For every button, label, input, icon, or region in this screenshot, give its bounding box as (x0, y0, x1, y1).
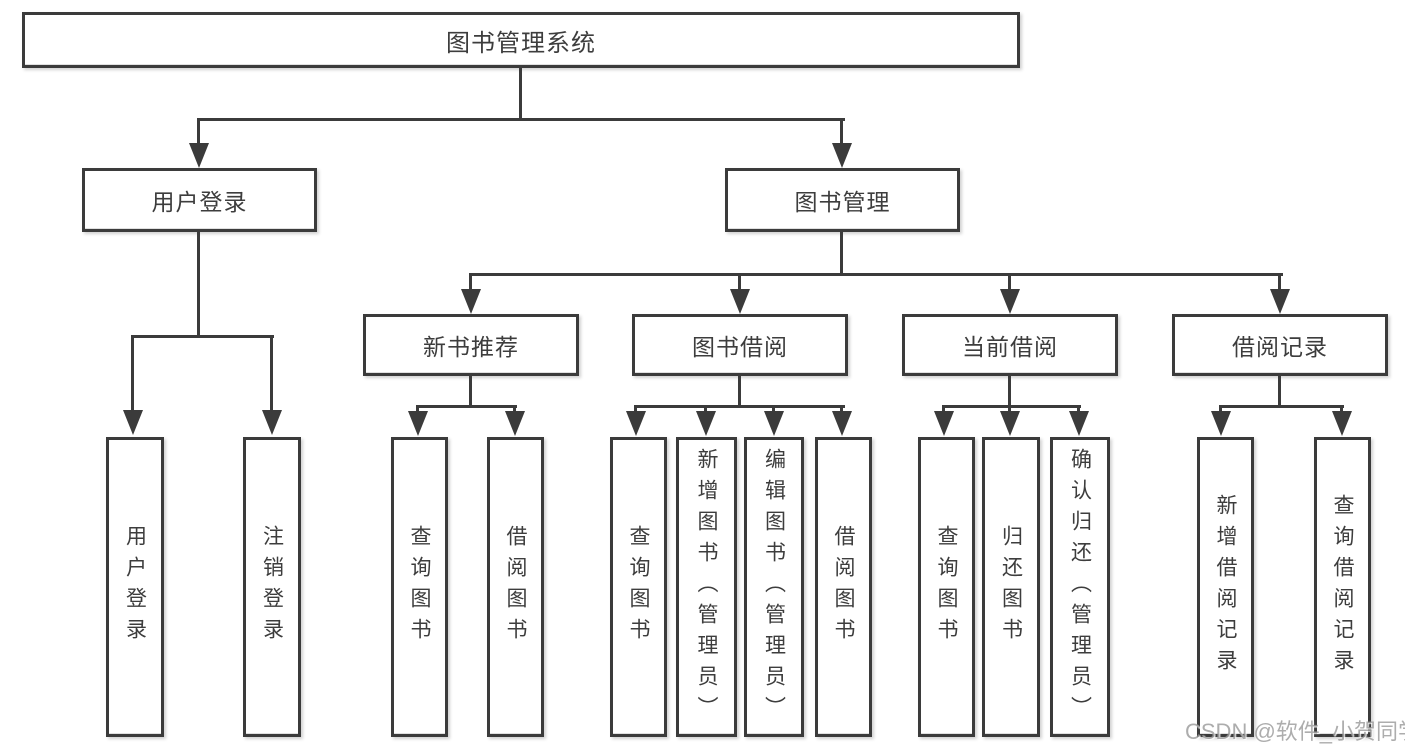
arrow-down-icon (1269, 275, 1290, 314)
arrow-down-icon (729, 275, 750, 314)
connector-line (519, 66, 522, 120)
arrow-down-icon (933, 407, 954, 436)
arrow-down-icon (261, 337, 282, 435)
leaf-label: 确认归还（管理员） (1068, 447, 1092, 727)
node-label: 图书管理系统 (446, 29, 596, 57)
node-user-login: 用户登录 (82, 168, 317, 232)
node-current-borrow: 当前借阅 (902, 314, 1118, 376)
node-label: 用户登录 (151, 189, 248, 215)
leaf-borrow-books: 借阅图书 (815, 437, 872, 737)
node-label: 当前借阅 (962, 334, 1058, 360)
arrow-down-icon (999, 407, 1020, 436)
arrow-down-icon (407, 407, 428, 436)
connector-line (131, 335, 274, 338)
node-label: 借阅记录 (1232, 334, 1328, 360)
leaf-label: 归还图书 (999, 525, 1023, 649)
leaf-add-books-admin: 新增图书（管理员） (676, 437, 737, 737)
leaf-label: 查询图书 (627, 525, 650, 649)
leaf-label: 用户登录 (123, 525, 147, 649)
connector-line (840, 232, 843, 276)
connector-line (416, 405, 517, 408)
leaf-label: 借阅图书 (504, 525, 527, 649)
connector-line (942, 405, 1081, 408)
connector-line (197, 232, 200, 338)
connector-line (469, 376, 472, 408)
leaf-query-borrow-record: 查询借阅记录 (1314, 437, 1371, 737)
node-book-management: 图书管理 (725, 168, 960, 232)
leaf-query-books-current: 查询图书 (918, 437, 975, 737)
connector-line (1278, 376, 1281, 408)
arrow-down-icon (1331, 407, 1352, 436)
leaf-query-books-borrow: 查询图书 (610, 437, 667, 737)
node-book-borrow: 图书借阅 (632, 314, 848, 376)
node-new-book-recommend: 新书推荐 (363, 314, 579, 376)
leaf-label: 新增图书（管理员） (695, 447, 718, 727)
leaf-label: 注销登录 (260, 525, 284, 649)
arrow-down-icon (999, 275, 1020, 314)
node-library-system: 图书管理系统 (22, 12, 1020, 68)
arrow-down-icon (188, 120, 209, 168)
arrow-down-icon (122, 337, 143, 435)
leaf-label: 新增借阅记录 (1214, 494, 1237, 680)
node-label: 图书借阅 (692, 334, 788, 360)
node-label: 新书推荐 (423, 334, 519, 360)
leaf-borrow-books-recommend: 借阅图书 (487, 437, 544, 737)
connector-line (634, 405, 845, 408)
leaf-label: 借阅图书 (832, 525, 855, 649)
leaf-edit-books-admin: 编辑图书（管理员） (744, 437, 804, 737)
node-label: 图书管理 (794, 189, 891, 215)
leaf-label: 查询图书 (935, 525, 958, 649)
arrow-down-icon (763, 407, 784, 436)
arrow-down-icon (625, 407, 646, 436)
connector-line (1219, 405, 1344, 408)
arrow-down-icon (695, 407, 716, 436)
leaf-confirm-return-admin: 确认归还（管理员） (1050, 437, 1110, 737)
leaf-add-borrow-record: 新增借阅记录 (1197, 437, 1254, 737)
arrow-down-icon (831, 120, 852, 168)
watermark: CSDN @软件_小贺同学 (1185, 719, 1405, 744)
leaf-label: 编辑图书（管理员） (762, 447, 786, 727)
node-borrow-records: 借阅记录 (1172, 314, 1388, 376)
arrow-down-icon (1210, 407, 1231, 436)
connector-line (1008, 376, 1011, 408)
connector-line (469, 273, 1283, 276)
leaf-logout: 注销登录 (243, 437, 301, 737)
leaf-label: 查询借阅记录 (1331, 494, 1354, 680)
connector-line (197, 118, 845, 121)
leaf-query-books-recommend: 查询图书 (391, 437, 448, 737)
connector-line (738, 376, 741, 408)
leaf-label: 查询图书 (408, 525, 431, 649)
arrow-down-icon (460, 275, 481, 314)
leaf-user-login: 用户登录 (106, 437, 164, 737)
arrow-down-icon (831, 407, 852, 436)
leaf-return-books: 归还图书 (982, 437, 1040, 737)
arrow-down-icon (1068, 407, 1089, 436)
arrow-down-icon (504, 407, 525, 436)
